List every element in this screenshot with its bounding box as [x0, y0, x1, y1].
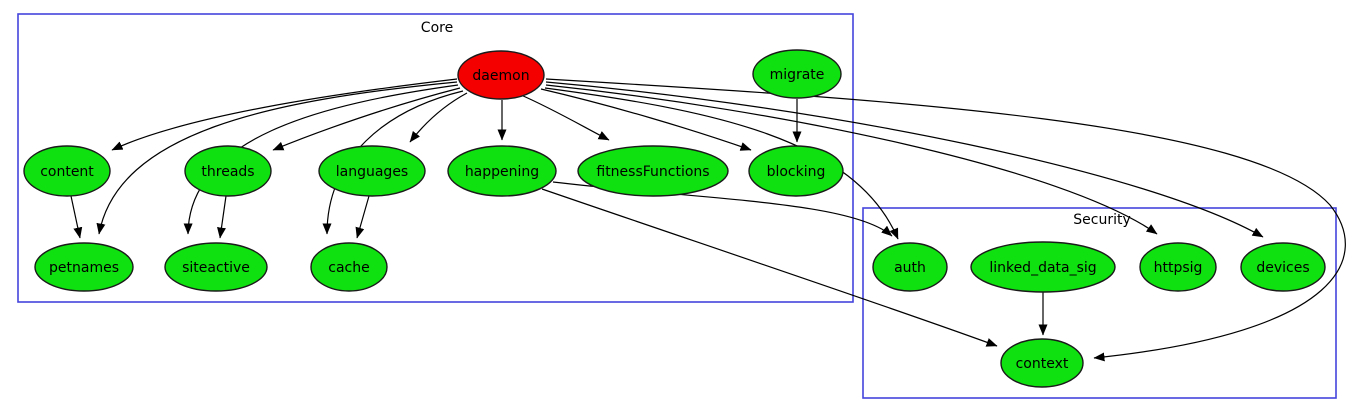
- edge-daemon-devices: [545, 81, 1264, 238]
- node-migrate: migrate: [752, 49, 842, 99]
- node-fitnessFunctions-shape: [577, 145, 729, 197]
- cluster-core: Core: [17, 13, 854, 303]
- node-happening-label: happening: [465, 164, 539, 180]
- node-cache-label: cache: [328, 260, 369, 276]
- node-context: context: [1000, 338, 1084, 388]
- node-blocking-label: blocking: [767, 164, 826, 180]
- node-cache-shape: [310, 242, 388, 292]
- node-content-label: content: [40, 164, 94, 180]
- node-petnames-label: petnames: [49, 260, 119, 276]
- edge-daemon-threads: [272, 87, 461, 151]
- node-blocking: blocking: [748, 145, 844, 197]
- node-httpsig: httpsig: [1139, 242, 1217, 292]
- edge-daemon-petnames: [96, 81, 458, 235]
- edge-daemon-content: [111, 78, 458, 151]
- node-devices: devices: [1240, 242, 1326, 292]
- node-context-label: context: [1016, 356, 1069, 372]
- node-auth-shape: [872, 242, 948, 292]
- node-context-shape: [1000, 338, 1084, 388]
- node-threads-shape: [184, 145, 272, 197]
- node-httpsig-label: httpsig: [1154, 260, 1203, 276]
- node-siteactive-label: siteactive: [182, 260, 250, 276]
- node-fitnessFunctions: fitnessFunctions: [577, 145, 729, 197]
- node-languages-label: languages: [336, 164, 408, 180]
- edge-daemon-siteactive: [183, 84, 459, 235]
- edge-daemon-cache: [322, 90, 464, 235]
- node-blocking-shape: [748, 145, 844, 197]
- edge-daemon-languages: [409, 92, 468, 143]
- node-linked_data_sig-label: linked_data_sig: [989, 260, 1096, 276]
- node-linked_data_sig: linked_data_sig: [970, 241, 1116, 293]
- edge-daemon-httpsig: [545, 84, 1158, 235]
- edges: [70, 78, 1346, 362]
- node-cache: cache: [310, 242, 388, 292]
- node-daemon-shape: [457, 50, 545, 100]
- node-petnames: petnames: [34, 242, 134, 292]
- node-migrate-shape: [752, 49, 842, 99]
- edge-daemon-context: [545, 78, 1346, 362]
- node-daemon: daemon: [457, 50, 545, 100]
- edge-happening-context: [541, 188, 998, 347]
- node-daemon-label: daemon: [472, 68, 529, 84]
- cluster-security: Security: [862, 207, 1337, 399]
- edge-content-petnames: [70, 195, 83, 239]
- node-linked_data_sig-shape: [970, 241, 1116, 293]
- edge-daemon-fitnessFunctions: [520, 94, 610, 141]
- cluster-security-border: [862, 207, 1337, 399]
- node-petnames-shape: [34, 242, 134, 292]
- node-devices-shape: [1240, 242, 1326, 292]
- node-siteactive-shape: [164, 242, 268, 292]
- node-auth-label: auth: [894, 260, 926, 276]
- node-threads-label: threads: [201, 164, 254, 180]
- edge-threads-siteactive: [217, 195, 227, 239]
- cluster-core-border: [17, 13, 854, 303]
- edge-daemon-blocking: [540, 88, 752, 151]
- node-content-shape: [23, 145, 111, 197]
- node-happening: happening: [447, 145, 557, 197]
- cluster-core-label: Core: [421, 20, 453, 36]
- nodes: daemon migrate content threads languages…: [23, 49, 1326, 388]
- node-fitnessFunctions-label: fitnessFunctions: [596, 164, 709, 180]
- node-languages: languages: [318, 145, 426, 197]
- node-siteactive: siteactive: [164, 242, 268, 292]
- node-content: content: [23, 145, 111, 197]
- node-languages-shape: [318, 145, 426, 197]
- node-happening-shape: [447, 145, 557, 197]
- node-migrate-label: migrate: [770, 67, 825, 83]
- edge-languages-cache: [355, 195, 370, 239]
- node-devices-label: devices: [1256, 260, 1309, 276]
- node-threads: threads: [184, 145, 272, 197]
- node-auth: auth: [872, 242, 948, 292]
- node-httpsig-shape: [1139, 242, 1217, 292]
- cluster-security-label: Security: [1073, 212, 1131, 228]
- edge-daemon-auth: [544, 87, 899, 240]
